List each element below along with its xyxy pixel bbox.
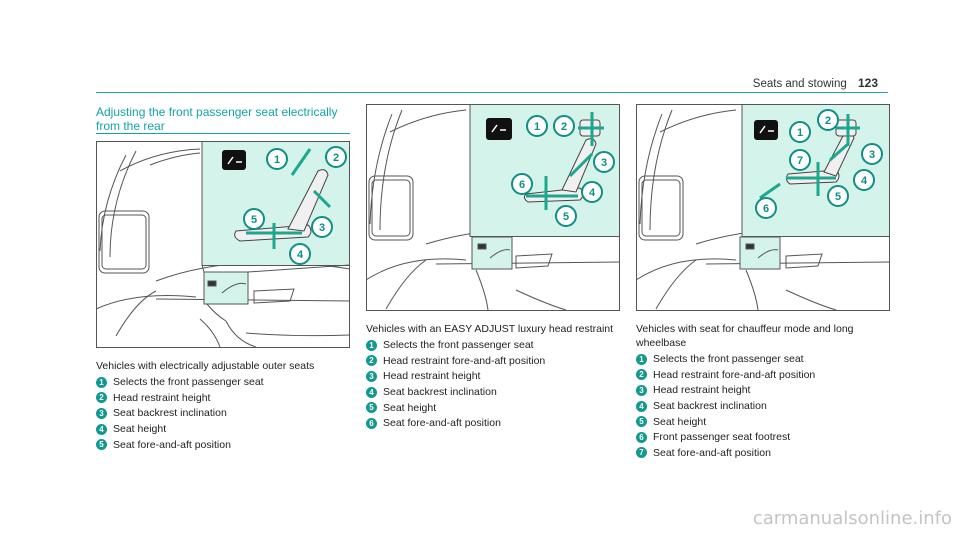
legend-number: 6 (636, 431, 647, 443)
fig3-callout-7: 7 (797, 155, 803, 167)
legend-number: 7 (636, 447, 647, 459)
legend-item: 3 Head restraint height (636, 383, 876, 399)
legend-item: 6 Front passenger seat footrest (636, 429, 876, 445)
legend-text: Front passenger seat footrest (653, 431, 791, 444)
legend-item: 3 Head restraint height (366, 369, 626, 385)
fig3-callout-3: 3 (869, 149, 875, 161)
figure-3-intro: Vehicles with seat for chauffeur mode an… (636, 323, 854, 349)
legend-number: 4 (366, 386, 377, 398)
legend-text: Seat height (113, 423, 167, 436)
legend-text: Head restraint height (653, 384, 751, 397)
fig1-callout-1: 1 (274, 154, 280, 166)
legend-item: 2 Head restraint fore-and-aft position (366, 353, 626, 369)
figure-2-seat-controls: 1 2 3 4 5 6 (366, 104, 620, 311)
fig1-callout-4: 4 (297, 249, 304, 261)
legend-text: Selects the front passenger seat (383, 339, 534, 352)
legend-item: 5 Seat height (636, 414, 876, 430)
header-rule (96, 92, 888, 93)
legend-item: 3 Seat backrest inclination (96, 406, 356, 422)
figure-1-illustration: 1 2 3 4 5 (96, 141, 350, 348)
fig2-callout-5: 5 (563, 211, 569, 223)
legend-text: Head restraint height (383, 370, 481, 383)
legend-number: 1 (96, 376, 107, 388)
legend-text: Seat fore-and-aft position (113, 438, 231, 451)
page-header: Seats and stowing 123 (753, 76, 878, 90)
legend-item: 2 Head restraint height (96, 390, 356, 406)
legend-item: 5 Seat fore-and-aft position (96, 437, 356, 453)
legend-text: Selects the front passenger seat (113, 376, 264, 389)
legend-text: Seat backrest inclination (113, 407, 227, 420)
legend-number: 2 (366, 355, 377, 367)
figure-3-seat-controls: 1 2 3 4 5 6 7 (636, 104, 890, 311)
fig3-callout-2: 2 (825, 115, 831, 127)
legend-text: Seat fore-and-aft position (383, 417, 501, 430)
legend-text: Head restraint fore-and-aft position (653, 368, 816, 381)
legend-number: 4 (96, 423, 107, 435)
legend-item: 1 Selects the front passenger seat (96, 375, 356, 391)
legend-item: 2 Head restraint fore-and-aft position (636, 367, 876, 383)
legend-item: 4 Seat backrest inclination (636, 398, 876, 414)
fig2-callout-1: 1 (534, 121, 540, 133)
fig3-callout-1: 1 (797, 127, 803, 139)
fig3-callout-5: 5 (835, 191, 841, 203)
legend-item: 1 Selects the front passenger seat (366, 338, 626, 354)
fig1-callout-5: 5 (251, 214, 257, 226)
section-title: Adjusting the front passenger seat elect… (96, 105, 338, 133)
fig2-callout-3: 3 (601, 157, 607, 169)
figure-1-intro: Vehicles with electrically adjustable ou… (96, 360, 315, 372)
legend-text: Head restraint height (113, 391, 211, 404)
legend-number: 3 (366, 370, 377, 382)
figure-1-seat-controls: 1 2 3 4 5 (96, 141, 350, 348)
fig1-callout-3: 3 (319, 222, 325, 234)
legend-number: 5 (366, 402, 377, 414)
figure-1-caption: Vehicles with electrically adjustable ou… (96, 359, 356, 452)
legend-number: 5 (636, 416, 647, 428)
legend-number: 4 (636, 400, 647, 412)
legend-item: 4 Seat height (96, 421, 356, 437)
header-section: Seats and stowing (752, 78, 847, 90)
legend-text: Selects the front passenger seat (653, 353, 804, 366)
legend-number: 5 (96, 439, 107, 451)
figure-3-illustration: 1 2 3 4 5 6 7 (636, 104, 890, 311)
legend-number: 2 (96, 392, 107, 404)
legend-item: 7 Seat fore-and-aft position (636, 445, 876, 461)
section-title-rule (96, 133, 350, 134)
legend-text: Seat backrest inclination (383, 386, 497, 399)
figure-3-caption: Vehicles with seat for chauffeur mode an… (636, 322, 876, 461)
legend-number: 3 (96, 407, 107, 419)
legend-number: 1 (636, 353, 647, 365)
fig1-callout-2: 2 (333, 152, 339, 164)
legend-text: Seat fore-and-aft position (653, 446, 771, 459)
fig2-callout-2: 2 (561, 121, 567, 133)
legend-item: 1 Selects the front passenger seat (636, 352, 876, 368)
fig3-callout-4: 4 (861, 175, 868, 187)
figure-2-illustration: 1 2 3 4 5 6 (366, 104, 620, 311)
legend-number: 6 (366, 417, 377, 429)
figure-2-intro: Vehicles with an EASY ADJUST luxury head… (366, 323, 614, 335)
legend-number: 1 (366, 339, 377, 351)
legend-item: 6 Seat fore-and-aft position (366, 415, 626, 431)
legend-text: Head restraint fore-and-aft position (383, 354, 546, 367)
legend-item: 4 Seat backrest inclination (366, 384, 626, 400)
fig2-callout-6: 6 (519, 179, 525, 191)
legend-number: 3 (636, 384, 647, 396)
page-number: 123 (857, 76, 878, 90)
legend-number: 2 (636, 369, 647, 381)
legend-text: Seat height (383, 401, 437, 414)
watermark: carmanualsonline.info (752, 508, 952, 529)
legend-item: 5 Seat height (366, 400, 626, 416)
fig3-callout-6: 6 (763, 203, 769, 215)
legend-text: Seat height (653, 415, 707, 428)
fig2-callout-4: 4 (589, 187, 596, 199)
figure-2-caption: Vehicles with an EASY ADJUST luxury head… (366, 322, 626, 431)
legend-text: Seat backrest inclination (653, 400, 767, 413)
